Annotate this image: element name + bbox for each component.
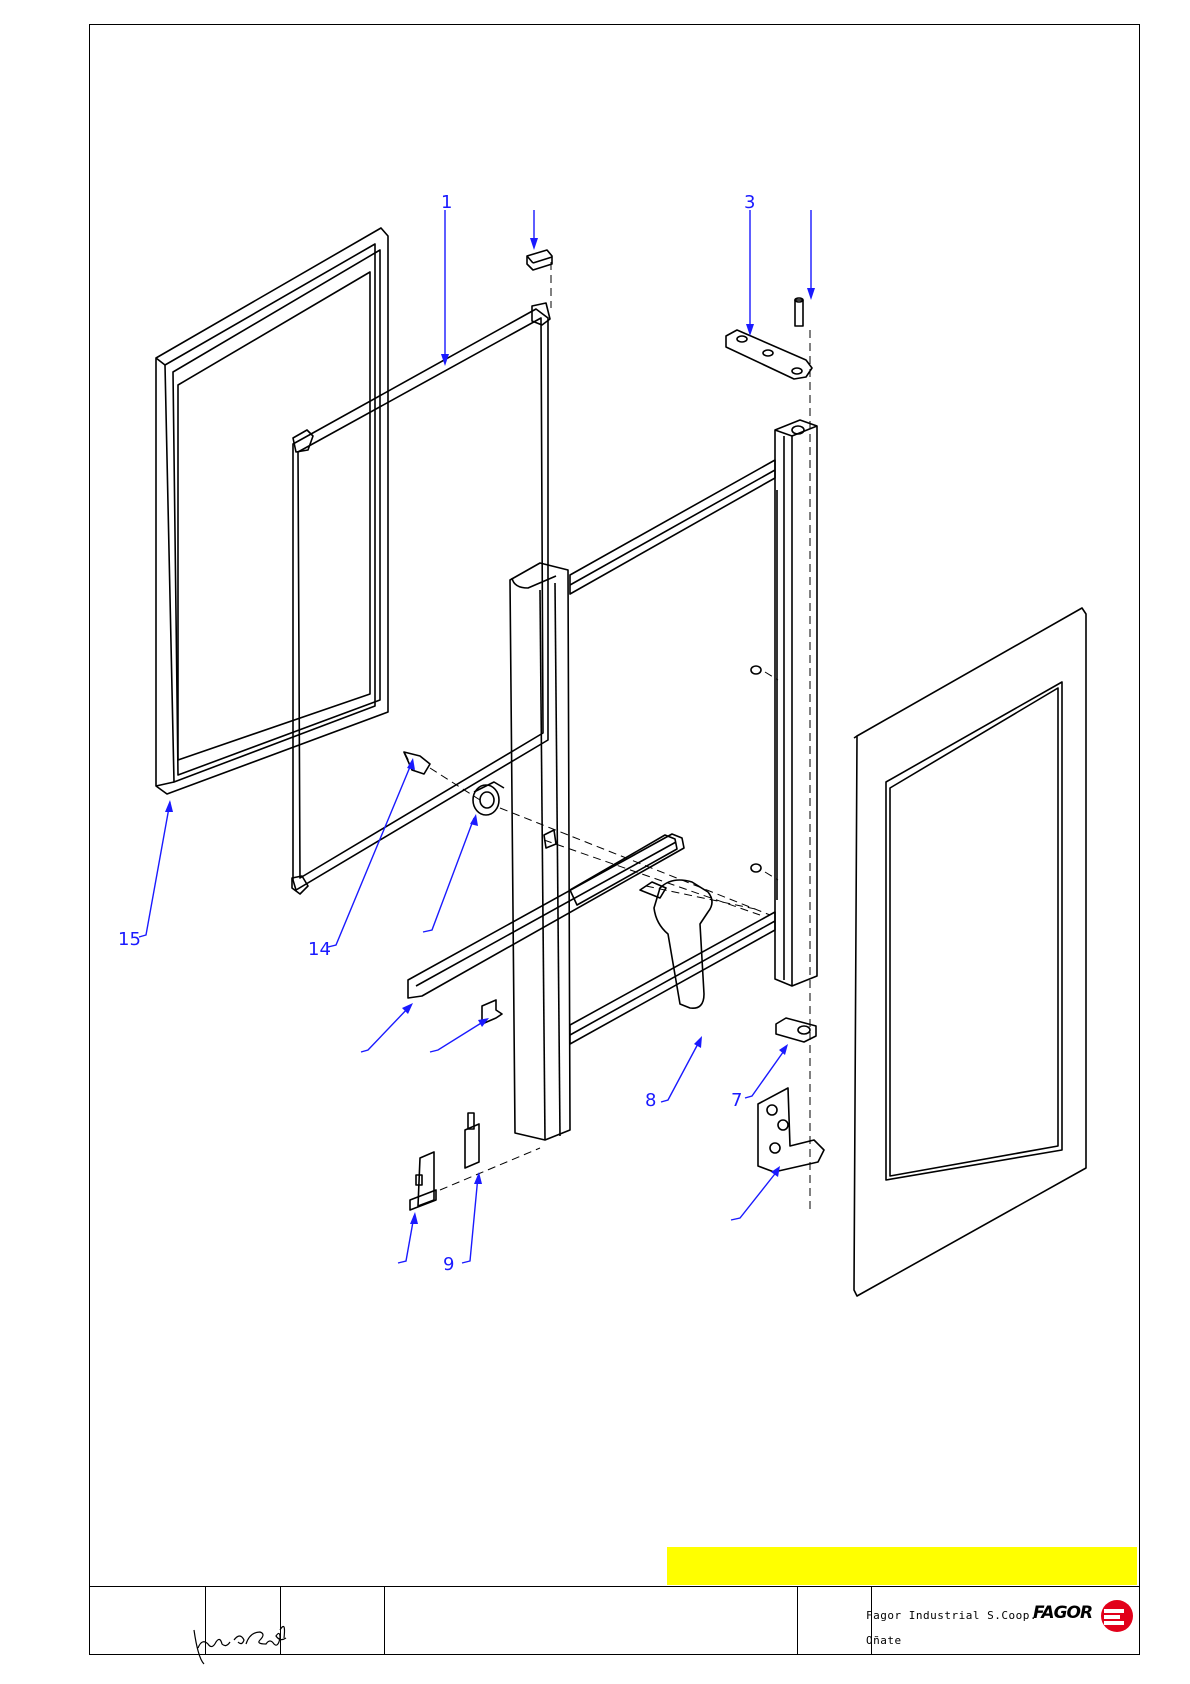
leader-lines xyxy=(139,210,811,1263)
title-cell-4 xyxy=(385,1587,798,1655)
bottom-clip-part-9 xyxy=(410,1113,479,1210)
latch-bar xyxy=(408,834,684,998)
fagor-logo-icon xyxy=(1100,1599,1134,1633)
company-city: Oñate xyxy=(866,1634,902,1647)
brand-logo-text: FAGOR xyxy=(1033,1603,1092,1623)
handle-part-8 xyxy=(640,880,712,1008)
callout-15: 15 xyxy=(118,929,141,950)
callout-1: 1 xyxy=(441,192,452,213)
signature-image xyxy=(188,1610,318,1680)
front-post-left xyxy=(510,563,570,1140)
bottom-hinge-bracket xyxy=(758,1088,824,1172)
callout-8: 8 xyxy=(645,1090,656,1111)
hinge-plate-part-3 xyxy=(726,298,812,379)
callout-7: 7 xyxy=(731,1090,742,1111)
callout-3: 3 xyxy=(744,192,755,213)
door-frame-part-15 xyxy=(156,228,388,794)
assembly-axes xyxy=(430,262,810,1210)
callout-9: 9 xyxy=(443,1254,454,1275)
top-clip-part xyxy=(527,250,552,270)
highlight-bar xyxy=(667,1547,1137,1585)
outer-door-panel xyxy=(854,608,1086,1296)
callout-14: 14 xyxy=(308,939,331,960)
rear-post-right xyxy=(775,420,817,986)
company-name: Fagor Industrial S.Coop. xyxy=(866,1609,1037,1622)
title-cell-5 xyxy=(798,1587,872,1655)
cross-bars xyxy=(570,460,777,1044)
